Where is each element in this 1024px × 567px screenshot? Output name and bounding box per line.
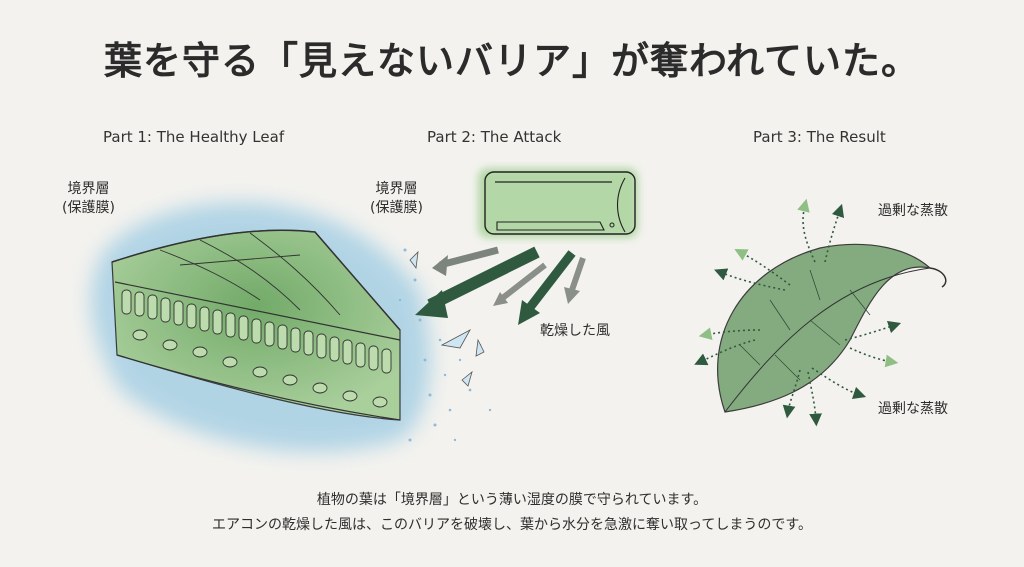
part2-heading: Part 2: The Attack [427, 128, 562, 146]
label-line: (保護膜) [370, 200, 423, 216]
air-conditioner-illustration [478, 168, 638, 238]
label-line: 境界層 [375, 181, 418, 197]
boundary-layer-fragments [409, 250, 485, 387]
leaf-cross-section-illustration [90, 202, 431, 452]
result-leaf-illustration [694, 198, 947, 427]
excess-transpiration-label-bottom: 過剰な蒸散 [878, 401, 948, 417]
excess-transpiration-label-top: 過剰な蒸散 [878, 203, 948, 219]
caption: 植物の葉は「境界層」という薄い湿度の膜で守られています。 エアコンの乾燥した風は… [0, 488, 1024, 538]
dry-wind-label: 乾燥した風 [540, 323, 610, 339]
part3-heading: Part 3: The Result [753, 128, 886, 146]
part1-heading: Part 1: The Healthy Leaf [103, 128, 285, 146]
caption-line-2: エアコンの乾燥した風は、このバリアを破壊し、葉から水分を急激に奪い取ってしまうの… [212, 517, 812, 533]
label-line: (保護膜) [62, 200, 115, 216]
dry-wind-arrows [415, 246, 586, 325]
boundary-layer-label-part1: 境界層 (保護膜) [62, 180, 115, 218]
boundary-layer-label-part2: 境界層 (保護膜) [370, 180, 423, 218]
caption-line-1: 植物の葉は「境界層」という薄い湿度の膜で守られています。 [316, 492, 708, 508]
page-title: 葉を守る「見えないバリア」が奪われていた。 [104, 38, 920, 83]
label-line: 境界層 [67, 181, 110, 197]
